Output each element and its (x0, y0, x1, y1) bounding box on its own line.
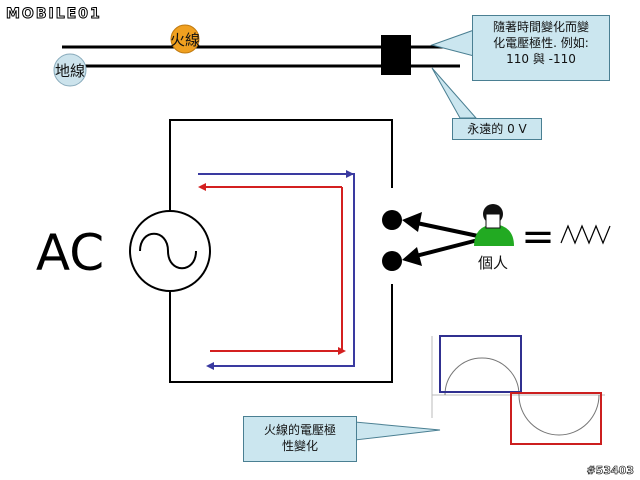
polarity-callout: 火線的電壓極 性變化 (243, 416, 357, 462)
live-wire-label: 火線 (170, 31, 200, 49)
red-arrowhead-left (198, 183, 206, 191)
positive-half-box (439, 335, 522, 393)
blue-current-path (198, 173, 355, 367)
plug-block (381, 35, 411, 75)
touch-arrowhead-bottom (402, 247, 422, 266)
neutral-voltage-text: 永遠的 0 V (467, 122, 527, 136)
polarity-callout-pointer (354, 421, 441, 441)
live-voltage-line-2: 化電壓極性. 例如: (493, 36, 589, 50)
person-label: 個人 (478, 254, 508, 272)
touch-arrow-top (411, 220, 479, 238)
waveform-zigzag-icon (560, 224, 611, 245)
polarity-line-1: 火線的電壓極 (263, 423, 336, 437)
live-voltage-callout-pointer (430, 29, 475, 57)
ac-label: AC (36, 224, 104, 282)
watermark-code: #53403 (587, 464, 635, 477)
live-wire-marker (170, 24, 200, 54)
touch-arrowhead-top (402, 212, 422, 232)
negative-half-box (510, 392, 602, 445)
blue-arrowhead-right (346, 170, 354, 178)
neutral-wire-marker (53, 53, 87, 87)
person-icon (474, 204, 514, 246)
polarity-waveform-graph (431, 335, 605, 445)
live-voltage-line-1: 隨著時間變化而變 (492, 20, 589, 34)
live-voltage-callout: 隨著時間變化而變 化電壓極性. 例如: 110 與 -110 (472, 15, 610, 81)
socket-dot-top (382, 210, 402, 230)
watermark-logo: MOBILE01 (6, 6, 102, 22)
blue-arrowhead-left (206, 362, 214, 370)
red-current-path (210, 187, 343, 352)
touch-arrow-bottom (411, 238, 479, 259)
neutral-voltage-callout-pointer (431, 67, 478, 119)
socket-dot-bottom (382, 251, 402, 271)
equals-sign: = (521, 214, 555, 260)
live-voltage-line-3: 110 與 -110 (506, 52, 576, 66)
polarity-line-2: 性變化 (281, 439, 318, 453)
ac-source-symbol (129, 210, 211, 292)
neutral-wire-label: 地線 (55, 62, 85, 80)
red-arrowhead-right (338, 347, 346, 355)
sine-icon (139, 232, 197, 270)
neutral-voltage-callout: 永遠的 0 V (452, 118, 542, 140)
